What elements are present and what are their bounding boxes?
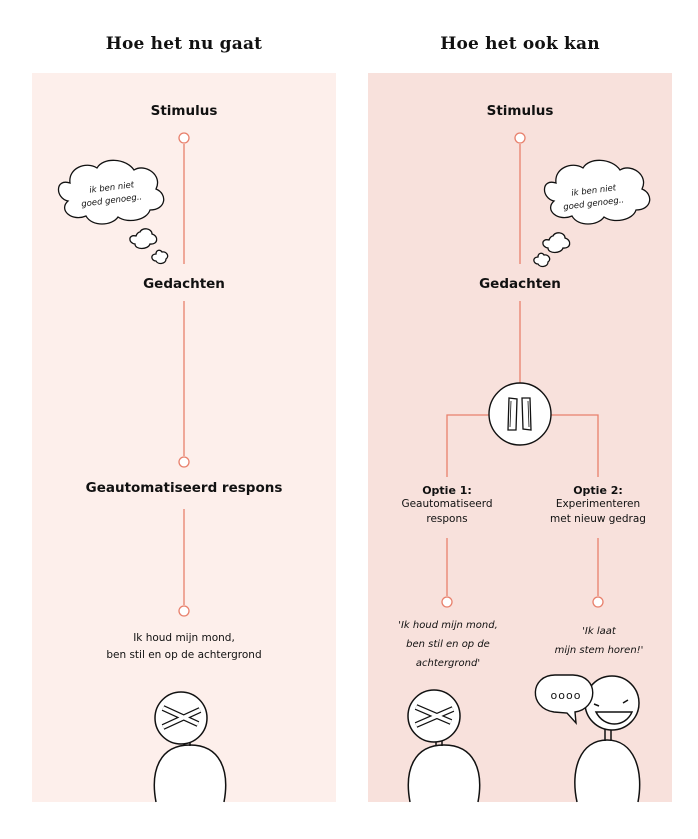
right-branch-option1 [446,414,490,477]
option1-line1: Geautomatiseerd [401,498,493,510]
left-outcome-line1: Ik houd mijn mond, [133,632,235,644]
speaking-figure-option2 [574,675,641,803]
speech-bubble-icon: oooo [534,674,594,726]
option1-block: Optie 1: Geautomatiseerd respons [381,484,513,527]
right-stimulus-label: Stimulus [486,103,554,119]
left-stimulus-node [178,132,190,144]
option2-quote-line1: 'Ik laat [582,626,616,637]
right-thoughts-label: Gedachten [479,276,561,292]
right-thought-cloud-icon [533,159,651,268]
option1-quote-line2: ben stil en op de [406,639,490,650]
option1-quote: 'Ik houd mijn mond, ben stil en op de ac… [381,616,515,673]
left-column-title: Hoe het nu gaat [105,34,263,54]
left-response-label: Geautomatiseerd respons [85,480,283,496]
option2-title: Optie 2: [573,484,623,497]
option1-quote-line1: 'Ik houd mijn mond, [398,620,498,631]
option2-quote-line2: mijn stem horen!' [554,645,644,656]
option1-title: Optie 1: [422,484,472,497]
left-stimulus-label: Stimulus [150,103,218,119]
left-outcome-line2: ben stil en op de achtergrond [106,649,262,661]
taped-mouth-figure-option1 [407,689,481,803]
option2-quote: 'Ik laat mijn stem horen!' [532,622,666,660]
option2-block: Optie 2: Experimenteren met nieuw gedrag [532,484,664,527]
left-thoughts-label: Gedachten [143,276,225,292]
option1-line2: respons [426,513,468,525]
option1-outcome-node [441,596,453,608]
speech-bubble-dots: oooo [551,689,582,702]
option2-line1: Experimenteren [555,498,641,510]
option2-line2: met nieuw gedrag [550,513,646,525]
left-outcome-node [178,605,190,617]
left-thought-cloud-icon [57,159,169,265]
right-branch-option2 [550,414,599,477]
right-stimulus-node [514,132,526,144]
option1-quote-line3: achtergrond' [415,658,481,669]
option2-outcome-node [592,596,604,608]
pause-icon [488,382,552,446]
left-response-node [178,456,190,468]
right-column-title: Hoe het ook kan [440,34,600,54]
left-outcome-text: Ik houd mijn mond, ben stil en op de ach… [54,630,314,664]
taped-mouth-figure-left [153,691,227,803]
